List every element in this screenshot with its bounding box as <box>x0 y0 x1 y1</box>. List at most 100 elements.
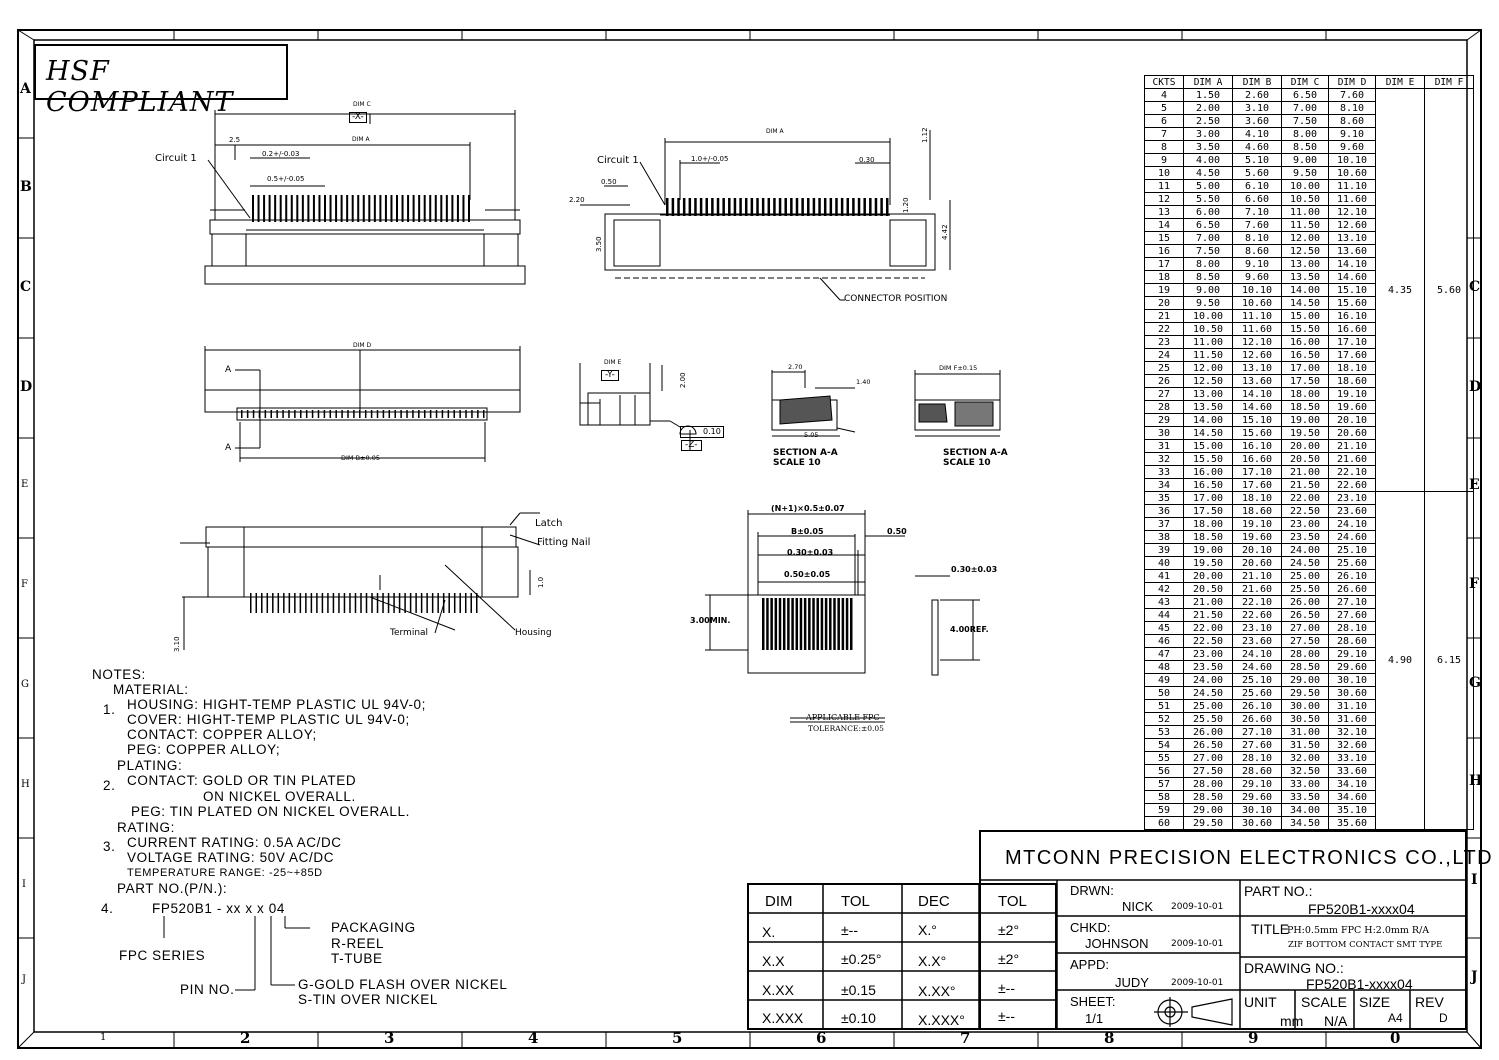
fpc-b: B±0.05 <box>791 527 824 536</box>
bottom-terminal-label: Terminal <box>390 628 429 638</box>
note-number: 1. <box>103 702 116 717</box>
table-cell: 32.00 <box>1281 751 1329 765</box>
pin-mark <box>846 198 850 216</box>
pin-mark <box>317 410 320 418</box>
pin-mark <box>354 593 357 613</box>
table-cell: 40 <box>1144 556 1184 570</box>
table-cell: 3.00 <box>1183 127 1233 141</box>
pin-mark <box>766 598 769 650</box>
table-cell: 26 <box>1144 374 1184 388</box>
table-cell: 11 <box>1144 179 1184 193</box>
table-cell: 2.50 <box>1183 114 1233 128</box>
pin-mark <box>252 195 254 222</box>
header-cell: DIM D <box>1328 75 1376 89</box>
bottom-d10: 1.0 <box>537 576 545 588</box>
pin-mark <box>429 410 432 418</box>
chkd-name: JOHNSON <box>1085 936 1149 951</box>
pin-mark <box>279 195 282 222</box>
front-view-drawing <box>204 110 526 285</box>
bottom-pins <box>250 593 478 613</box>
table-cell: 26.50 <box>1281 608 1329 622</box>
pin-mark <box>694 198 697 216</box>
table-cell: 37 <box>1144 517 1184 531</box>
pin-mark <box>394 410 396 418</box>
table-cell: 27 <box>1144 387 1184 401</box>
table-cell: 48 <box>1144 660 1184 674</box>
title-line2: ZIF BOTTOM CONTACT SMT TYPE <box>1288 940 1443 950</box>
pin-mark <box>360 593 362 613</box>
table-cell: 57 <box>1144 777 1184 791</box>
table-cell: 31.00 <box>1281 725 1329 739</box>
table-cell: 51 <box>1144 699 1184 713</box>
pin-mark <box>268 195 271 222</box>
table-cell: 10.60 <box>1232 296 1282 310</box>
table-cell: 14.10 <box>1328 257 1376 271</box>
table-cell: 22 <box>1144 322 1184 336</box>
pin-mark <box>459 410 461 418</box>
pin-mark <box>869 198 872 216</box>
col-number: 6 <box>816 1029 827 1047</box>
note-line: VOLTAGE RATING: 50V AC/DC <box>127 850 335 865</box>
table-cell: 14.50 <box>1183 426 1233 440</box>
pin-mark <box>258 410 261 418</box>
header-cell: DIM C <box>1281 75 1329 89</box>
table-cell: 12.10 <box>1328 205 1376 219</box>
drawing-no-label: DRAWING NO.: <box>1244 960 1344 976</box>
tol-cell: X. <box>762 924 776 940</box>
pin-mark <box>283 593 285 613</box>
table-cell: 23.10 <box>1232 621 1282 635</box>
table-cell: 20.10 <box>1328 413 1376 427</box>
tol-cell: ±0.15 <box>841 982 876 998</box>
tol-cell: ±0.10 <box>841 1010 876 1026</box>
table-cell: 35.60 <box>1328 816 1376 830</box>
table-cell: 4.00 <box>1183 153 1233 167</box>
table-cell: 12.00 <box>1183 361 1233 375</box>
pin-mark <box>329 410 332 418</box>
top-a2: A <box>225 443 232 453</box>
pin-mark <box>716 198 720 216</box>
table-cell: 34.50 <box>1281 816 1329 830</box>
pin-mark <box>812 198 816 216</box>
pin-mark <box>370 410 373 418</box>
chkd-label: CHKD: <box>1070 920 1111 935</box>
pin-mark <box>353 410 355 418</box>
table-cell: 28.00 <box>1183 777 1233 791</box>
note-line: CONTACT: COPPER ALLOY; <box>127 727 317 742</box>
table-cell: 53 <box>1144 725 1184 739</box>
pin-mark <box>261 593 263 613</box>
side-tol1: 1.0+/-0.05 <box>691 155 729 163</box>
pin-mark <box>321 593 324 613</box>
col-number: 4 <box>528 1029 539 1047</box>
table-cell: 16.10 <box>1328 309 1376 323</box>
table-cell: 12.50 <box>1281 244 1329 258</box>
tol-header: DIM <box>765 893 793 910</box>
bottom-view-drawing <box>180 512 541 650</box>
pin-mark <box>733 198 737 216</box>
pin-mark <box>711 198 714 216</box>
top-dim-d: DIM D <box>353 342 372 349</box>
table-cell: 12.60 <box>1232 348 1282 362</box>
table-cell: 34.00 <box>1281 803 1329 817</box>
fpc-d0505: 0.50±0.05 <box>784 570 831 579</box>
side-view-drawing <box>580 130 951 301</box>
pin-mark <box>371 593 373 613</box>
pin-mark <box>470 593 472 613</box>
header-cell: CKTS <box>1144 75 1184 89</box>
table-cell: 28 <box>1144 400 1184 414</box>
part-no-label: PART NO.: <box>1244 883 1313 899</box>
table-cell: 14.00 <box>1281 283 1329 297</box>
front-circuit-label: Circuit 1 <box>155 153 197 164</box>
pin-mark <box>250 593 252 613</box>
small-dim-e: DIM E <box>604 359 622 366</box>
table-cell: 15.00 <box>1183 439 1233 453</box>
pin-mark <box>426 593 428 613</box>
table-cell: 13.10 <box>1328 231 1376 245</box>
tol-cell: X.XX <box>762 982 794 998</box>
table-cell: 27.00 <box>1183 751 1233 765</box>
table-cell: 16.60 <box>1328 322 1376 336</box>
pin-mark <box>841 598 845 650</box>
